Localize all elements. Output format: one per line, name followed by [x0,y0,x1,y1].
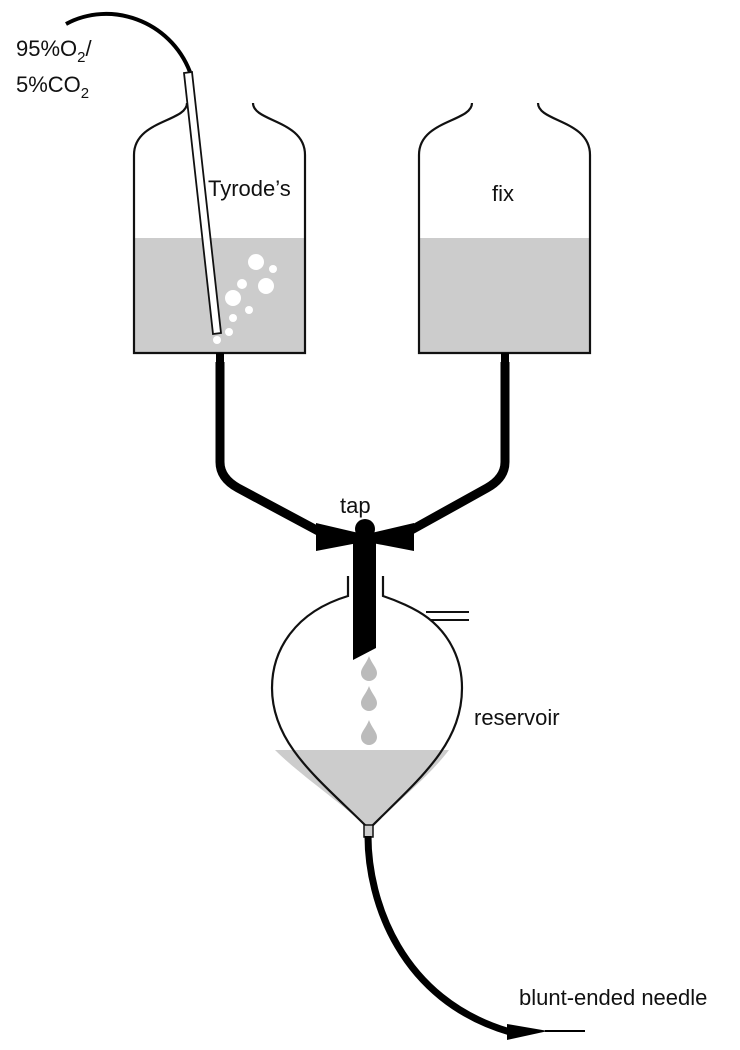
gas-mixture-label-line1: 95%O2/ [16,36,93,66]
bubble [258,278,274,294]
drop [361,656,377,681]
reservoir-outline [270,576,464,831]
fix-label: fix [492,181,514,206]
reservoir-outlet [363,824,374,838]
needle-hub [507,1024,548,1040]
bubble [225,328,233,336]
bubble [269,265,277,273]
needle-tubing [364,835,511,1036]
tap [316,519,414,660]
bubble [245,306,253,314]
tap-knob [355,519,375,539]
tyrodes-tubing [215,362,325,537]
gas-bubbler-tube [183,70,222,336]
tyrodes-liquid [134,238,305,353]
gas-bubbles [213,254,277,344]
tyrodes-label: Tyrode’s [208,176,291,201]
fix-outlet [501,353,509,363]
gas-mixture-label-line2: 5%CO2 [16,72,89,102]
gas-supply-line [65,11,192,73]
bubble [213,336,221,344]
fix-liquid [419,238,590,353]
bubble [248,254,264,270]
tap-label: tap [340,493,371,518]
reservoir-liquid [275,750,449,829]
falling-drops [361,656,377,745]
needle-label: blunt-ended needle [519,985,707,1010]
fix-tubing [403,362,510,537]
reservoir-label: reservoir [474,705,560,730]
tap-left-wing [316,523,363,551]
bubble [237,279,247,289]
reservoir [270,576,469,838]
bubble [225,290,241,306]
bubble [229,314,237,322]
drop [361,686,377,711]
tap-right-wing [367,523,414,551]
tap-stem [353,537,376,660]
tyrodes-outlet [216,353,224,363]
drop [361,720,377,745]
fix-bottle [417,102,592,355]
